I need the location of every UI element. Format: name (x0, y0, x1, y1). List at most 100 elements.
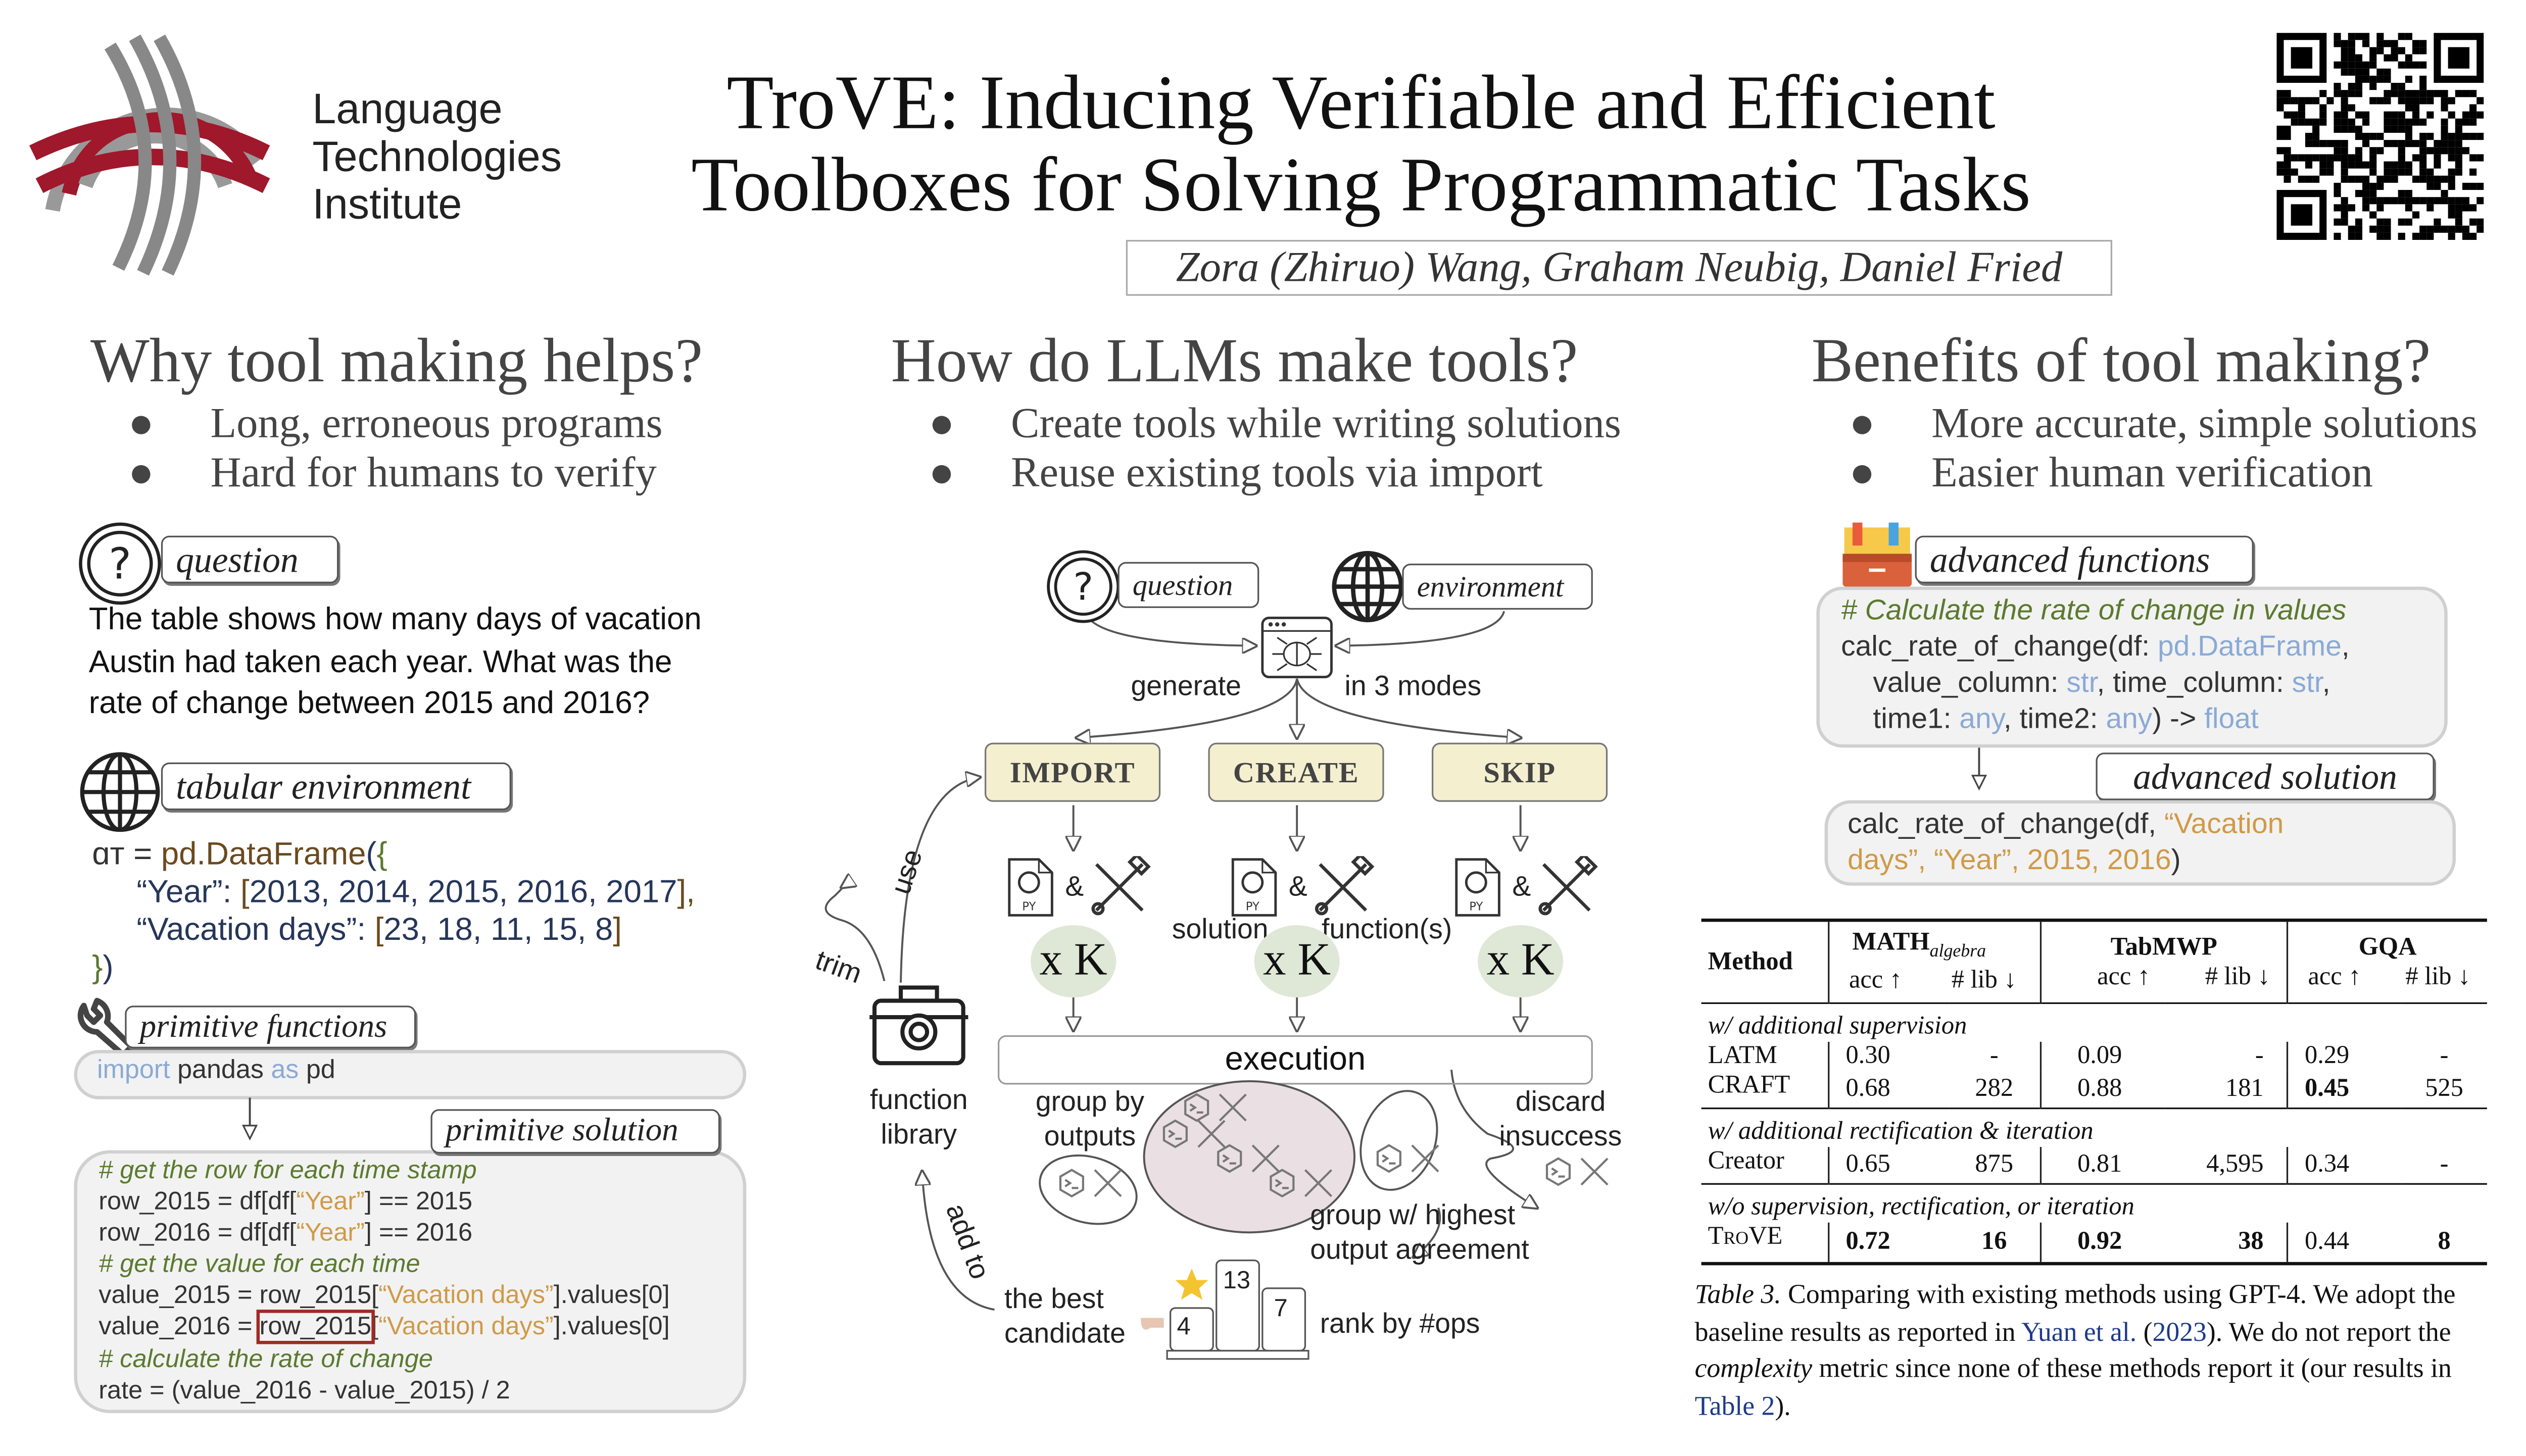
qr-code-icon[interactable] (2276, 33, 2484, 240)
code-token: float (2204, 701, 2259, 735)
podium-rank-4: 4 (1177, 1313, 1191, 1341)
lti-logo-icon (29, 34, 270, 276)
code-token: days”, “Year”, 2015, 2016 (1848, 843, 2171, 876)
group-by-outputs-label: group by outputs (1036, 1084, 1144, 1153)
mode-skip: SKIP (1431, 742, 1608, 802)
label-line: insuccess (1499, 1121, 1622, 1152)
bullet-text: Long, erroneous programs (210, 399, 663, 447)
code-token: # Calculate the rate of change in values (1841, 593, 2347, 626)
poster-title: TroVE: Inducing Verifiable and Efficient… (539, 63, 2183, 227)
code-token: as (271, 1057, 299, 1085)
cell: 0.34 (2287, 1147, 2402, 1184)
cell: - (2255, 1042, 2264, 1070)
advanced-functions-box (1816, 586, 2448, 748)
code-token: str (2066, 665, 2097, 698)
solution-label: solution (1172, 914, 1269, 945)
citation-link[interactable]: Yuan et al. (2021, 1315, 2137, 1347)
group-label: w/ additional supervision (1708, 1012, 1967, 1040)
primitive-functions-code: import pandas as pd (97, 1055, 335, 1088)
cell: 0.88 (2039, 1071, 2164, 1109)
code-token: calc_rate_of_change(df, (1848, 807, 2164, 840)
cell: 38 (2238, 1227, 2264, 1256)
code-token: str (2292, 665, 2322, 698)
primitive-functions-tag: primitive functions (125, 1006, 416, 1048)
code-token: rate = (value_2016 - value_2015) / 2 (99, 1376, 510, 1404)
code-token: # get the value for each time (99, 1250, 420, 1279)
question-tag: question (161, 535, 339, 584)
podium-rank-13: 13 (1223, 1267, 1251, 1295)
acc-header: acc ↑ (1849, 966, 1902, 994)
method-name: CRAFT (1708, 1071, 1790, 1100)
globe-icon (1332, 551, 1403, 623)
terminal-output-icon (1184, 1093, 1247, 1122)
cell: 0.29 (2287, 1042, 2402, 1072)
cell: - (2440, 1150, 2449, 1179)
code-token: ] == 2016 (364, 1219, 473, 1248)
python-file-icon: PY (1455, 858, 1500, 917)
terminal-output-icon (1376, 1144, 1439, 1173)
caption-label: Table 3. (1694, 1278, 1781, 1310)
authors: Zora (Zhiruo) Wang, Graham Neubig, Danie… (1126, 240, 2113, 296)
terminal-output-icon (1217, 1144, 1280, 1173)
bullet-item: ●Create tools while writing solutions (929, 399, 1621, 447)
code-token: value_2016 = (99, 1314, 260, 1342)
tools-icon (1091, 856, 1151, 916)
code-line: row_2015 = df[df[“Year”] == 2015 (99, 1186, 669, 1218)
cell: 8 (2438, 1227, 2451, 1256)
code-token: ].values[0] (553, 1282, 670, 1311)
question-icon: ? (79, 522, 161, 605)
svg-text:PY: PY (1469, 900, 1483, 914)
cell: - (1989, 1042, 1999, 1070)
ampersand: & (1288, 871, 1307, 902)
middle-heading: How do LLMs make tools? (891, 327, 1578, 396)
svg-text:PY: PY (1246, 900, 1259, 914)
left-heading: Why tool making helps? (90, 327, 703, 396)
method-name: TroVE (1708, 1223, 1783, 1251)
caption-text: metric since none of these methods repor… (1812, 1352, 2452, 1384)
solution-and-functions-icons: PY& (1453, 856, 1598, 925)
bullet-item: ●Reuse existing tools via import (929, 448, 1543, 496)
mode-create: CREATE (1208, 742, 1384, 802)
citation-year-link[interactable]: 2023 (2152, 1315, 2207, 1347)
bullet-text: More accurate, simple solutions (1931, 399, 2478, 447)
bullet-text: Reuse existing tools via import (1011, 448, 1543, 496)
code-line: row_2016 = df[df[“Year”] == 2016 (99, 1218, 669, 1249)
terminal-output-icon (1545, 1157, 1609, 1186)
code-token: 2013, 2014, 2015, 2016, 2017 (249, 874, 677, 911)
code-token: “Vacation days” (378, 1314, 554, 1342)
table-header-row: Method MATHalgebra acc ↑# lib ↓ TabMWP a… (1701, 922, 2487, 1003)
star-icon (1175, 1268, 1208, 1300)
code-token: “Vacation days” (378, 1282, 554, 1311)
table-row: LATM 0.30- 0.09- 0.29- (1702, 1042, 2487, 1072)
code-line: calc_rate_of_change(df: pd.DataFrame, (1841, 628, 2350, 664)
pointing-hand-icon (1141, 1318, 1164, 1330)
table-ref-link[interactable]: Table 2 (1694, 1389, 1775, 1421)
code-token: row_2016 = df[df[ (99, 1219, 297, 1248)
code-token: value_column: (1841, 665, 2067, 698)
env-code: ɑт = pd.DataFrame({ “Year”: [2013, 2014,… (92, 836, 695, 987)
dataset-gqa: GQA (2358, 932, 2417, 961)
caption-text: ). We do not report the (2206, 1315, 2451, 1347)
code-line: value_column: str, time_column: str, (1841, 664, 2350, 700)
label-line: discard (1515, 1086, 1606, 1118)
question-text: The table shows how many days of vacatio… (89, 600, 702, 726)
code-token: ], (677, 874, 695, 911)
small-group (1039, 1154, 1138, 1225)
label-line: group w/ highest (1310, 1199, 1516, 1231)
cell: 875 (1975, 1150, 2014, 1179)
execution-box: execution (997, 1035, 1593, 1085)
code-token: # get the row for each time stamp (99, 1157, 477, 1185)
code-token: “Year”: (92, 874, 241, 911)
cell: 16 (1981, 1227, 2007, 1256)
ampersand: & (1065, 871, 1084, 902)
math-subscript: algebra (1929, 941, 1986, 962)
code-token: ] == 2015 (364, 1188, 473, 1217)
code-token: ɑт = (92, 836, 161, 873)
svg-text:?: ? (1073, 565, 1093, 609)
code-token: row_2015 = df[df[ (99, 1188, 297, 1217)
method-name: LATM (1708, 1042, 1777, 1070)
logo-line: Technologies (312, 131, 562, 181)
code-line: rate = (value_2016 - value_2015) / 2 (99, 1375, 669, 1406)
